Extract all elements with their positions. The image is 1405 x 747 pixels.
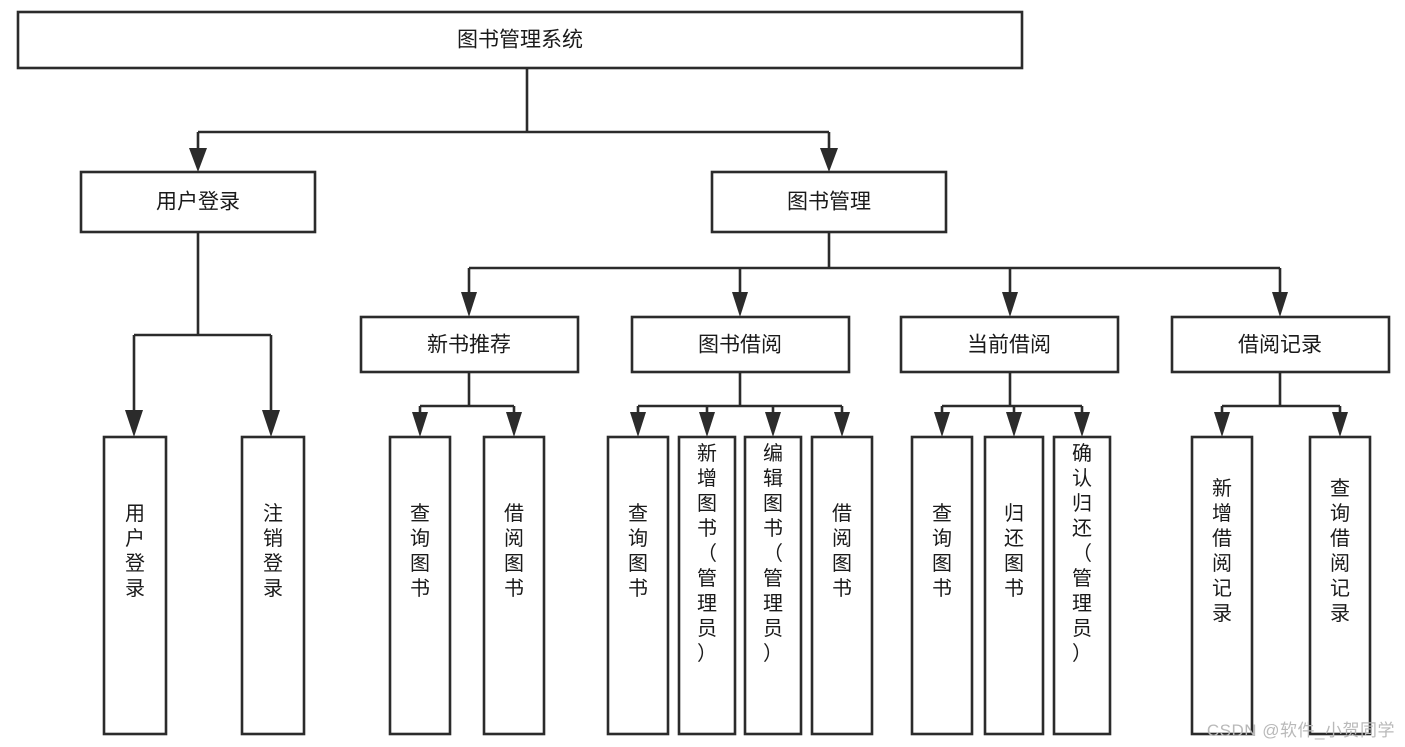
- node-user-login[interactable]: 用户登录: [79, 170, 317, 234]
- arrowhead-borrow-record: [1272, 292, 1288, 317]
- node-leaf-borrow-book-2-box[interactable]: [810, 435, 874, 736]
- arrowhead-leaf-edit-book: [765, 412, 781, 437]
- node-leaf-add-book[interactable]: 新增图书（管理员）: [677, 435, 737, 736]
- connector-group-book-manage-to-level3: [461, 232, 1288, 317]
- arrowhead-leaf-query-record: [1332, 412, 1348, 437]
- arrowhead-leaf-add-record: [1214, 412, 1230, 437]
- node-leaf-confirm-return-label: 确认归还（管理员）: [1072, 442, 1092, 665]
- node-book-borrow-box[interactable]: [630, 315, 851, 374]
- node-leaf-query-record-label: 查询借阅记录: [1330, 477, 1350, 625]
- node-leaf-query-book-1-box[interactable]: [388, 435, 452, 736]
- arrowhead-leaf-logout: [262, 410, 280, 437]
- arrowhead-leaf-query-book-1: [412, 412, 428, 437]
- node-leaf-add-record-label: 新增借阅记录: [1212, 477, 1232, 625]
- arrowhead-leaf-user-login: [125, 410, 143, 437]
- node-leaf-add-record[interactable]: 新增借阅记录: [1190, 435, 1254, 736]
- csdn-watermark: CSDN @软件_小贺同学: [1206, 721, 1395, 740]
- node-user-login-label: 用户登录: [156, 191, 240, 214]
- arrowhead-leaf-borrow-book-1: [506, 412, 522, 437]
- node-leaf-return-book-label: 归还图书: [1004, 502, 1024, 600]
- node-book-manage-label: 图书管理: [787, 191, 871, 214]
- arrowhead-book-manage: [820, 148, 838, 172]
- arrowhead-book-borrow: [732, 292, 748, 317]
- node-book-borrow-label: 图书借阅: [698, 334, 782, 357]
- node-book-manage[interactable]: 图书管理: [710, 170, 948, 234]
- node-root-box[interactable]: [16, 10, 1024, 70]
- node-new-book-rec-label: 新书推荐: [427, 334, 511, 357]
- node-leaf-query-book-3-box[interactable]: [910, 435, 974, 736]
- node-leaf-edit-book-box[interactable]: [743, 435, 803, 736]
- arrowhead-user-login: [189, 148, 207, 172]
- node-leaf-query-book-2-label: 查询图书: [628, 502, 648, 600]
- node-book-manage-box[interactable]: [710, 170, 948, 234]
- node-borrow-record-box[interactable]: [1170, 315, 1391, 374]
- node-leaf-query-book-3[interactable]: 查询图书: [910, 435, 974, 736]
- arrowhead-new-book-rec: [461, 292, 477, 317]
- node-root[interactable]: 图书管理系统: [16, 10, 1024, 70]
- node-borrow-record-label: 借阅记录: [1238, 334, 1322, 357]
- node-leaf-borrow-book-2[interactable]: 借阅图书: [810, 435, 874, 736]
- arrowhead-leaf-query-book-3: [934, 412, 950, 437]
- arrowhead-leaf-add-book: [699, 412, 715, 437]
- node-leaf-user-login[interactable]: 用户登录: [102, 435, 168, 736]
- node-borrow-record[interactable]: 借阅记录: [1170, 315, 1391, 374]
- arrowhead-leaf-return-book: [1006, 412, 1022, 437]
- node-current-borrow-label: 当前借阅: [967, 334, 1051, 357]
- arrowhead-current-borrow: [1002, 292, 1018, 317]
- arrowhead-leaf-query-book-2: [630, 412, 646, 437]
- connector-group-user-login-to-leaves: [125, 232, 280, 437]
- node-new-book-rec[interactable]: 新书推荐: [359, 315, 580, 374]
- node-leaf-confirm-return-box[interactable]: [1052, 435, 1112, 736]
- node-leaf-logout[interactable]: 注销登录: [240, 435, 306, 736]
- node-leaf-query-book-2-box[interactable]: [606, 435, 670, 736]
- node-leaf-confirm-return[interactable]: 确认归还（管理员）: [1052, 435, 1112, 736]
- node-root-label: 图书管理系统: [457, 29, 583, 52]
- node-leaf-logout-label: 注销登录: [263, 502, 283, 600]
- connector-group-new-book-rec-to-leaves: [412, 372, 522, 437]
- node-leaf-query-book-1-label: 查询图书: [410, 502, 430, 600]
- connector-group-root-to-level2: [189, 68, 838, 172]
- node-leaf-user-login-box[interactable]: [102, 435, 168, 736]
- node-book-borrow[interactable]: 图书借阅: [630, 315, 851, 374]
- node-leaf-query-record-box[interactable]: [1308, 435, 1372, 736]
- connector-group-current-borrow-to-leaves: [934, 372, 1090, 437]
- node-leaf-query-book-3-label: 查询图书: [932, 502, 952, 600]
- arrowhead-leaf-confirm-return: [1074, 412, 1090, 437]
- node-leaf-borrow-book-2-label: 借阅图书: [832, 502, 852, 600]
- node-leaf-query-book-1[interactable]: 查询图书: [388, 435, 452, 736]
- arrowhead-leaf-borrow-book-2: [834, 412, 850, 437]
- node-current-borrow[interactable]: 当前借阅: [899, 315, 1120, 374]
- node-leaf-user-login-label: 用户登录: [125, 503, 145, 600]
- node-user-login-box[interactable]: [79, 170, 317, 234]
- node-leaf-add-record-box[interactable]: [1190, 435, 1254, 736]
- node-leaf-borrow-book-1-label: 借阅图书: [504, 502, 524, 600]
- node-leaf-edit-book[interactable]: 编辑图书（管理员）: [743, 435, 803, 736]
- node-leaf-edit-book-label: 编辑图书（管理员）: [763, 442, 783, 665]
- connector-group-book-borrow-to-leaves: [630, 372, 850, 437]
- node-leaf-add-book-box[interactable]: [677, 435, 737, 736]
- node-new-book-rec-box[interactable]: [359, 315, 580, 374]
- node-leaf-query-record[interactable]: 查询借阅记录: [1308, 435, 1372, 736]
- node-leaf-add-book-label: 新增图书（管理员）: [697, 442, 717, 665]
- node-leaf-borrow-book-1[interactable]: 借阅图书: [482, 435, 546, 736]
- node-leaf-borrow-book-1-box[interactable]: [482, 435, 546, 736]
- node-leaf-return-book-box[interactable]: [983, 435, 1045, 736]
- connector-group-borrow-record-to-leaves: [1214, 372, 1348, 437]
- node-leaf-return-book[interactable]: 归还图书: [983, 435, 1045, 736]
- node-current-borrow-box[interactable]: [899, 315, 1120, 374]
- node-leaf-query-book-2[interactable]: 查询图书: [606, 435, 670, 736]
- node-leaf-logout-box[interactable]: [240, 435, 306, 736]
